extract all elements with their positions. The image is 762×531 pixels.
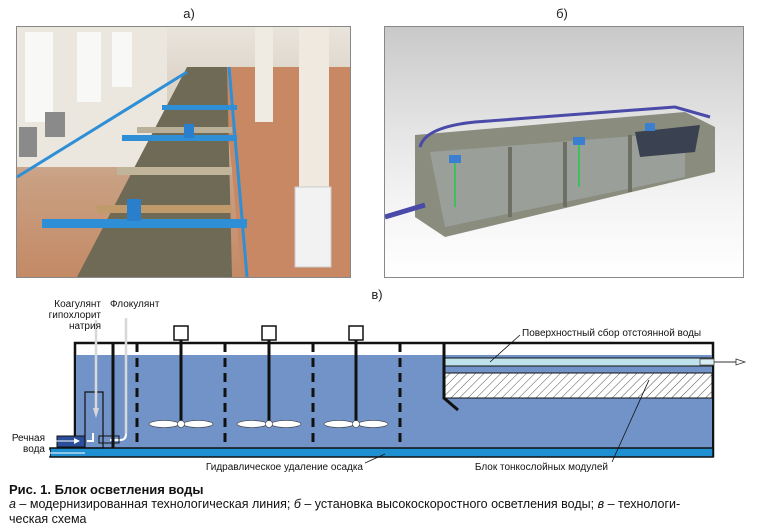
radiator — [45, 112, 65, 137]
label-sludge-removal: Гидравлическое удаление осадка — [206, 462, 364, 473]
mixer-bridge — [162, 105, 237, 110]
sludge-channel — [49, 447, 714, 458]
caption-letter-b: б — [293, 497, 301, 511]
panel-c-label: в) — [371, 287, 383, 302]
mixer-bridge — [122, 135, 237, 141]
mixer-motor — [645, 123, 655, 131]
caption-letter-c: в — [597, 497, 605, 511]
photo-a-illustration — [17, 27, 350, 277]
mixer-bridge — [42, 219, 247, 228]
clarifier-inlet-wall — [442, 343, 459, 412]
leader-sludge-removal — [364, 453, 386, 464]
mixer-motor — [449, 155, 461, 163]
tiled-column-base — [294, 186, 332, 268]
impeller-blade — [323, 420, 355, 428]
photo-b-illustration — [385, 105, 715, 237]
radiator — [19, 127, 37, 157]
label-surface-collection: Поверхностный сбор отстоянной воды — [522, 327, 701, 339]
label-river-water-2: вода — [23, 444, 45, 455]
caption-letter-a: а — [9, 497, 16, 511]
railing — [227, 66, 249, 277]
label-coagulant-3: натрия — [69, 321, 101, 332]
window — [25, 32, 53, 122]
caption-continuation: ческая схема — [9, 512, 87, 526]
panel-b-label: б) — [556, 6, 568, 21]
impeller-blade — [182, 420, 214, 428]
impeller-hub — [177, 420, 185, 428]
impeller-blade — [148, 420, 180, 428]
flocculant-pipe — [98, 435, 120, 444]
caption-text-b: – установка высокоскоростного осветления… — [300, 497, 598, 511]
mixers-group — [148, 325, 389, 428]
inlet-pipe — [56, 435, 86, 448]
panel-a-label: а) — [183, 6, 195, 21]
impeller-blade — [270, 420, 302, 428]
label-lamella-block: Блок тонкослойных модулей — [475, 462, 608, 473]
outlet-arrowhead — [735, 358, 747, 366]
impeller-blade — [357, 420, 389, 428]
water — [76, 355, 712, 449]
sludge-outlet-arrowhead — [43, 450, 50, 456]
column — [299, 27, 329, 187]
railing — [17, 70, 188, 179]
label-coagulant-1: Коагулянт — [54, 299, 101, 310]
coagulant-arrowhead — [93, 408, 99, 418]
window — [112, 32, 132, 87]
photo-clarification-line — [16, 26, 351, 278]
lamella-block — [635, 125, 700, 157]
chamber-flow-arrow — [87, 433, 94, 442]
tank-outline — [73, 341, 715, 458]
collector-outlet — [699, 358, 715, 366]
caption-text-a: – модернизированная технологическая лини… — [15, 497, 294, 511]
tank-divider — [117, 167, 232, 175]
figure-caption-body: а – модернизированная технологическая ли… — [9, 497, 759, 527]
impeller-hub — [352, 420, 360, 428]
leader-surface-collection — [489, 334, 521, 363]
render-high-rate-clarifier — [384, 26, 744, 278]
coagulant-chamber — [84, 391, 104, 449]
flocculant-injection — [110, 433, 127, 441]
impeller-blade — [236, 420, 268, 428]
mixer-motor-box — [261, 325, 277, 341]
impeller-hub — [265, 420, 273, 428]
tank-interior — [430, 132, 685, 227]
pipe — [418, 105, 711, 148]
surface-collector-pipe — [444, 357, 713, 367]
figure-caption-title: Рис. 1. Блок осветления воды — [9, 482, 204, 497]
window — [77, 32, 101, 102]
mixer-motor — [127, 199, 141, 221]
inlet-arrowhead — [74, 438, 80, 444]
label-river-water-1: Речная — [12, 433, 45, 444]
tank-divider — [97, 205, 232, 213]
mixer-motor — [184, 124, 194, 138]
inlet-pipe — [385, 202, 426, 220]
lamella-block — [444, 372, 713, 399]
caption-text-c: – технологи- — [604, 497, 681, 511]
label-coagulant-2: гипохлорит — [49, 310, 102, 321]
column — [255, 27, 273, 122]
mixer-motor — [573, 137, 585, 145]
mixer-motor-box — [173, 325, 189, 341]
label-flocculant: Флокулянт — [110, 299, 160, 310]
mixer-motor-box — [348, 325, 364, 341]
leader-lamella-block — [611, 379, 650, 463]
